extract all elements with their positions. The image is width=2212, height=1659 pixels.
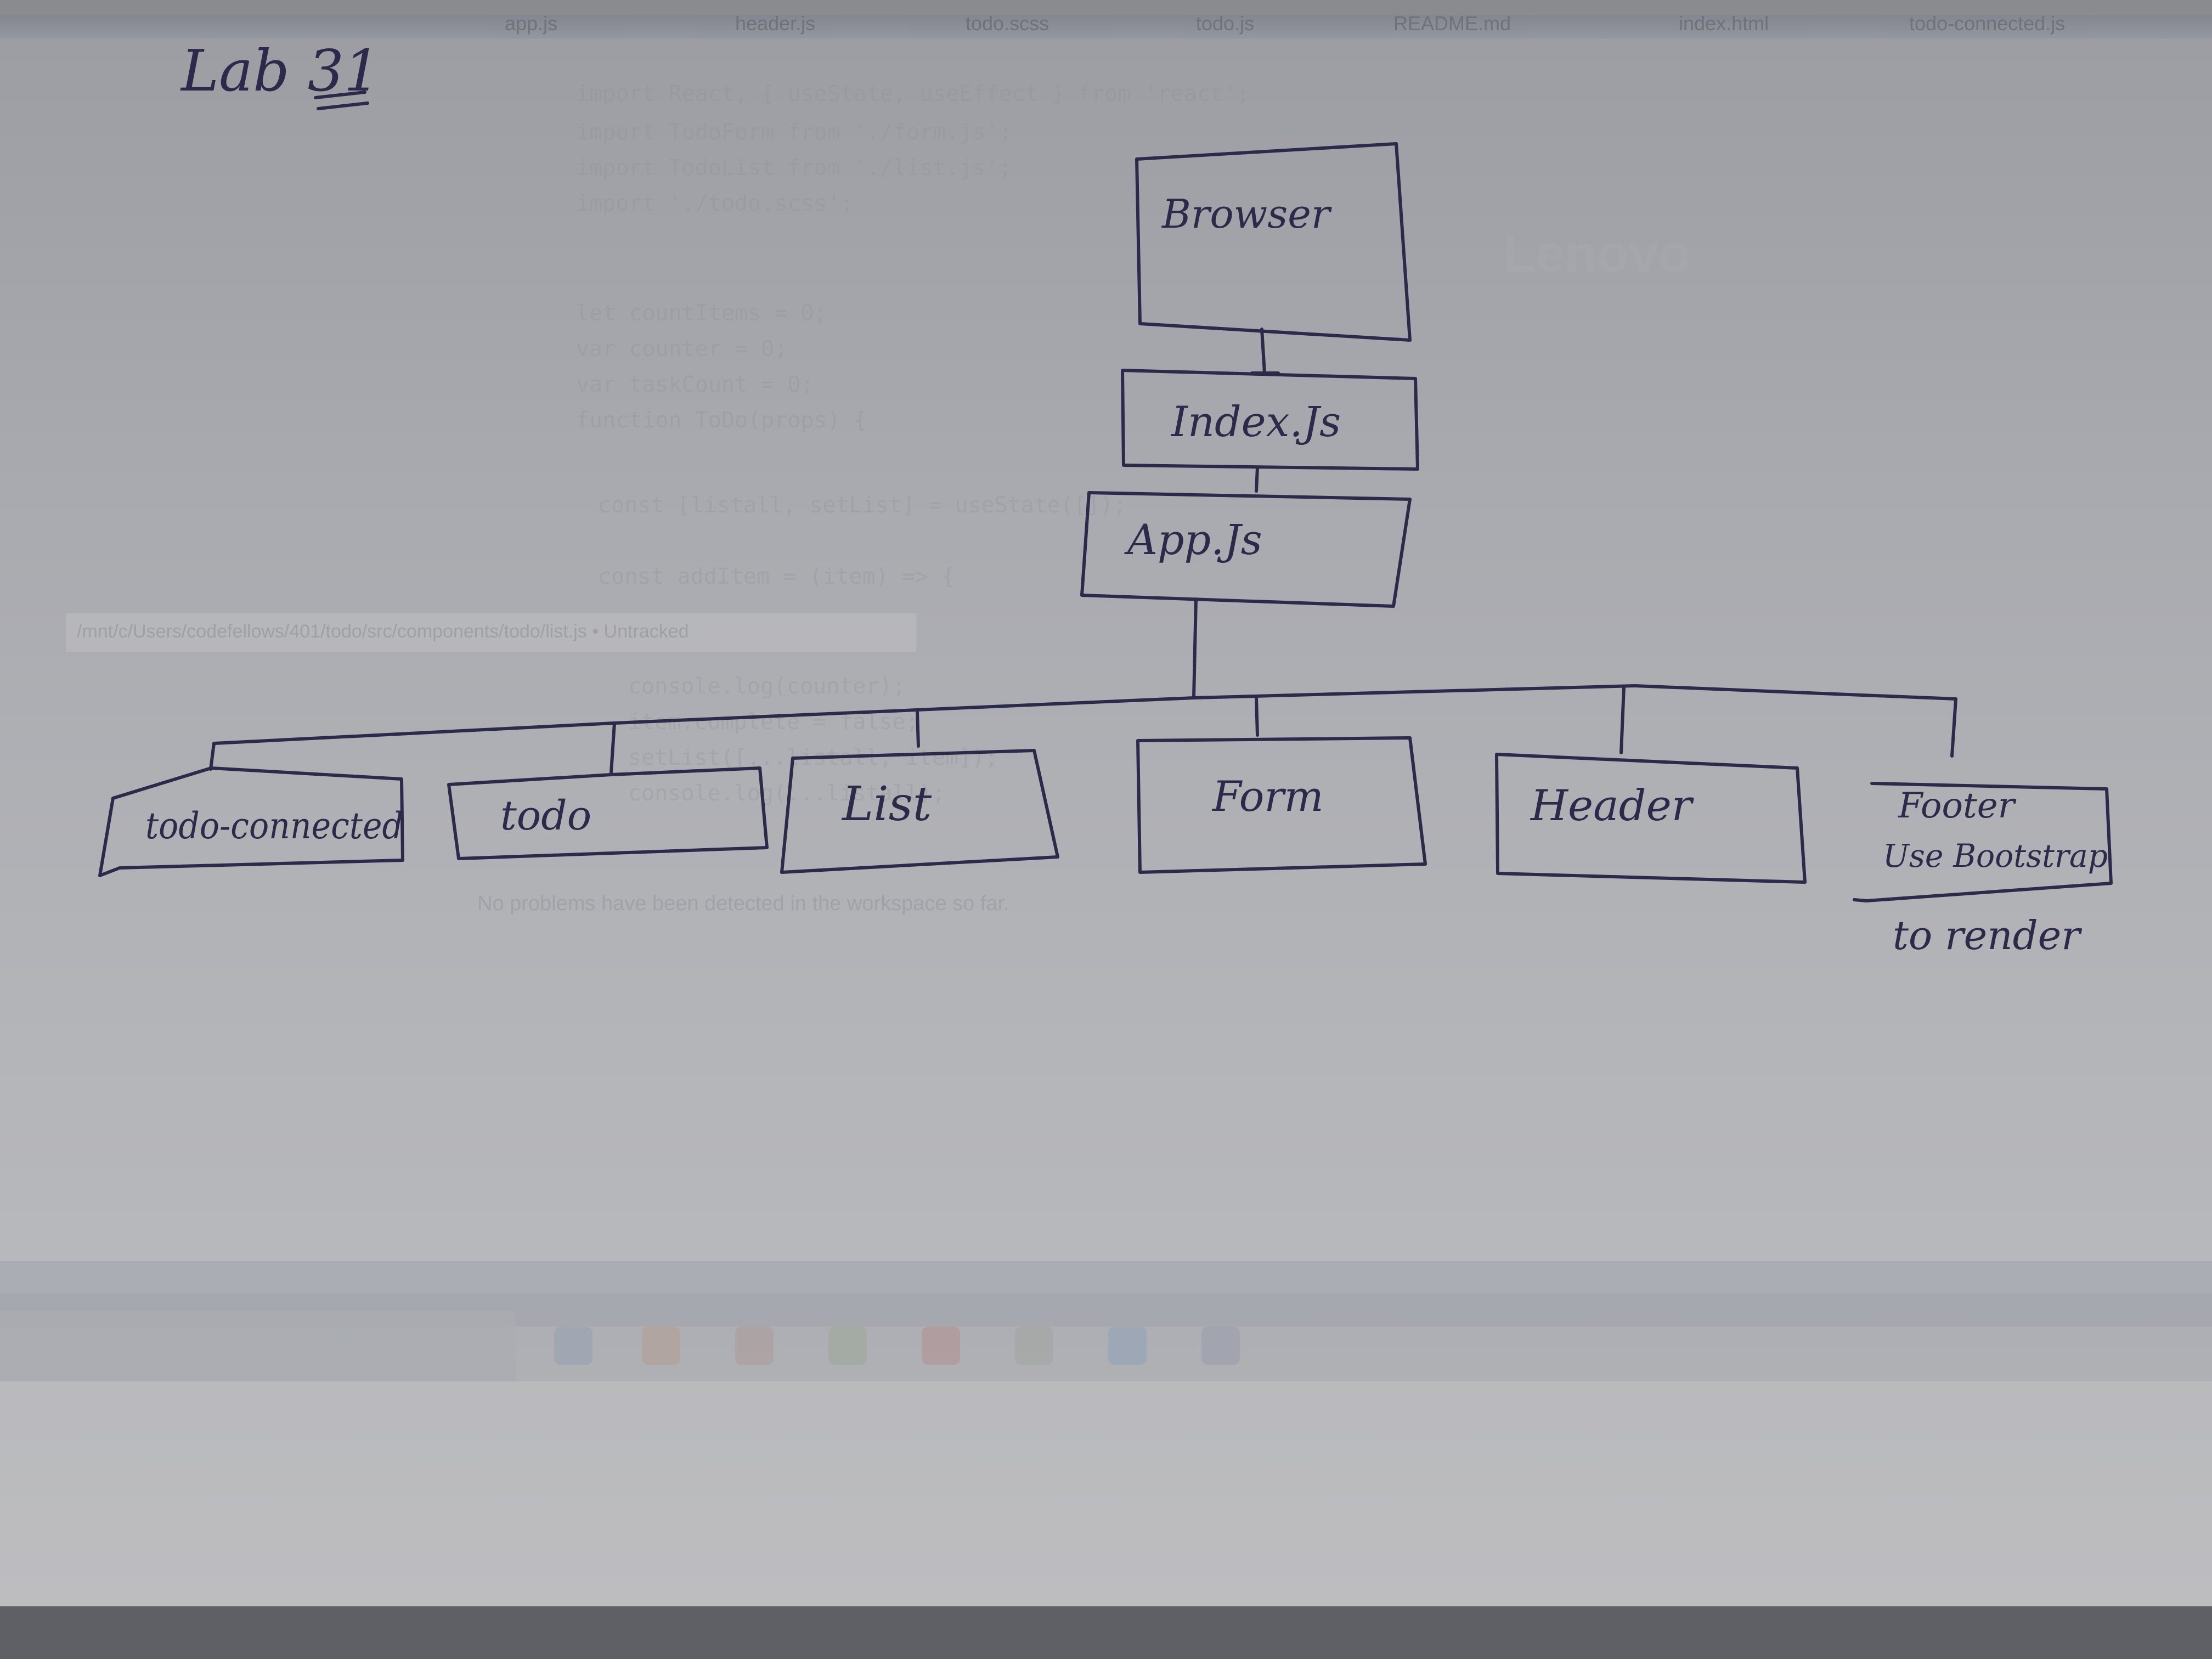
chrome-icon [828, 1327, 867, 1365]
code-line: var taskCount = 0; [576, 372, 814, 397]
children-bus-line [212, 684, 1957, 745]
app-js-label: App.Js [1124, 515, 1262, 564]
footer-note-bootstrap: Use Bootstrap [1883, 837, 2108, 874]
todo-box [447, 766, 769, 860]
tab-app-js: app.js [505, 12, 558, 35]
todo-connector [610, 721, 616, 774]
code-line: import React, { useState, useEffect } fr… [576, 81, 1250, 106]
lenovo-logo: Lenovo [1503, 224, 1691, 283]
vscode-icon [1108, 1327, 1147, 1365]
app-js-box [1080, 491, 1412, 608]
taskbar [0, 1294, 2212, 1381]
app-trunk-connector [1192, 597, 1198, 699]
editor-status-bar [0, 1261, 2212, 1327]
folder-icon [642, 1327, 680, 1365]
app-icon-blue [1201, 1327, 1240, 1365]
code-line: console.log(counter); [628, 674, 906, 699]
tab-todo-js: todo.js [1196, 12, 1255, 35]
browser-index-connector [1250, 328, 1280, 375]
paper-sheet: app.js header.js todo.scss todo.js READM… [0, 12, 2212, 1606]
browser-icon [735, 1327, 774, 1365]
code-line: function ToDo(props) { [576, 408, 867, 433]
desk-edge [0, 1606, 2212, 1659]
browser-label: Browser [1161, 191, 1332, 237]
list-connector [916, 710, 920, 748]
footer-connector [1950, 697, 1957, 758]
code-line: import TodoForm from './form.js'; [576, 120, 1012, 145]
footer-label: Footer [1898, 786, 2017, 826]
tab-header-js: header.js [735, 12, 816, 35]
code-line: var counter = 0; [576, 336, 788, 362]
todo-connected-connector [209, 742, 216, 771]
form-connector [1255, 696, 1259, 737]
app-icon-red [922, 1327, 960, 1365]
code-line: import './todo.scss'; [576, 191, 854, 216]
form-box [1136, 736, 1427, 874]
editor-tab-bar: app.js header.js todo.scss todo.js READM… [0, 12, 2212, 38]
list-label: List [841, 777, 932, 832]
taskbar-search-box [0, 1310, 516, 1381]
index-js-label: Index.Js [1170, 397, 1341, 446]
index-app-connector [1255, 466, 1259, 493]
file-path-tooltip [66, 613, 916, 652]
tab-todo-scss: todo.scss [966, 12, 1049, 35]
browser-box [1135, 142, 1412, 342]
index-js-box [1121, 369, 1419, 471]
code-line: console.log(...listall); [628, 781, 945, 806]
screen-show-through: app.js header.js todo.scss todo.js READM… [0, 12, 2212, 1420]
app-icon-green [1015, 1327, 1053, 1365]
tab-readme: README.md [1393, 12, 1511, 35]
code-line: let countItems = 0; [576, 301, 827, 326]
tab-todo-connected: todo-connected.js [1909, 12, 2066, 35]
list-box [780, 749, 1059, 874]
file-path-text: /mnt/c/Users/codefellows/401/todo/src/co… [77, 621, 689, 642]
code-line: const addItem = (item) => { [598, 564, 955, 589]
taskbar-app-icon [554, 1327, 592, 1365]
todo-connected-label: todo-connected [145, 805, 403, 847]
form-label: Form [1211, 772, 1324, 821]
footer-box [1853, 782, 2113, 902]
todo-connected-box [98, 766, 404, 877]
problems-message: No problems have been detected in the wo… [477, 892, 1009, 915]
code-line: import TodoList from './list.js'; [576, 155, 1012, 180]
title-underline [314, 91, 369, 110]
footer-note-render: to render [1893, 912, 2082, 958]
header-box [1495, 753, 1807, 884]
header-connector [1620, 685, 1626, 754]
todo-label: todo [500, 792, 591, 839]
header-label: Header [1530, 781, 1695, 831]
code-line: const [listall, setList] = useState([]); [598, 493, 1127, 518]
tab-index-html: index.html [1679, 12, 1769, 35]
